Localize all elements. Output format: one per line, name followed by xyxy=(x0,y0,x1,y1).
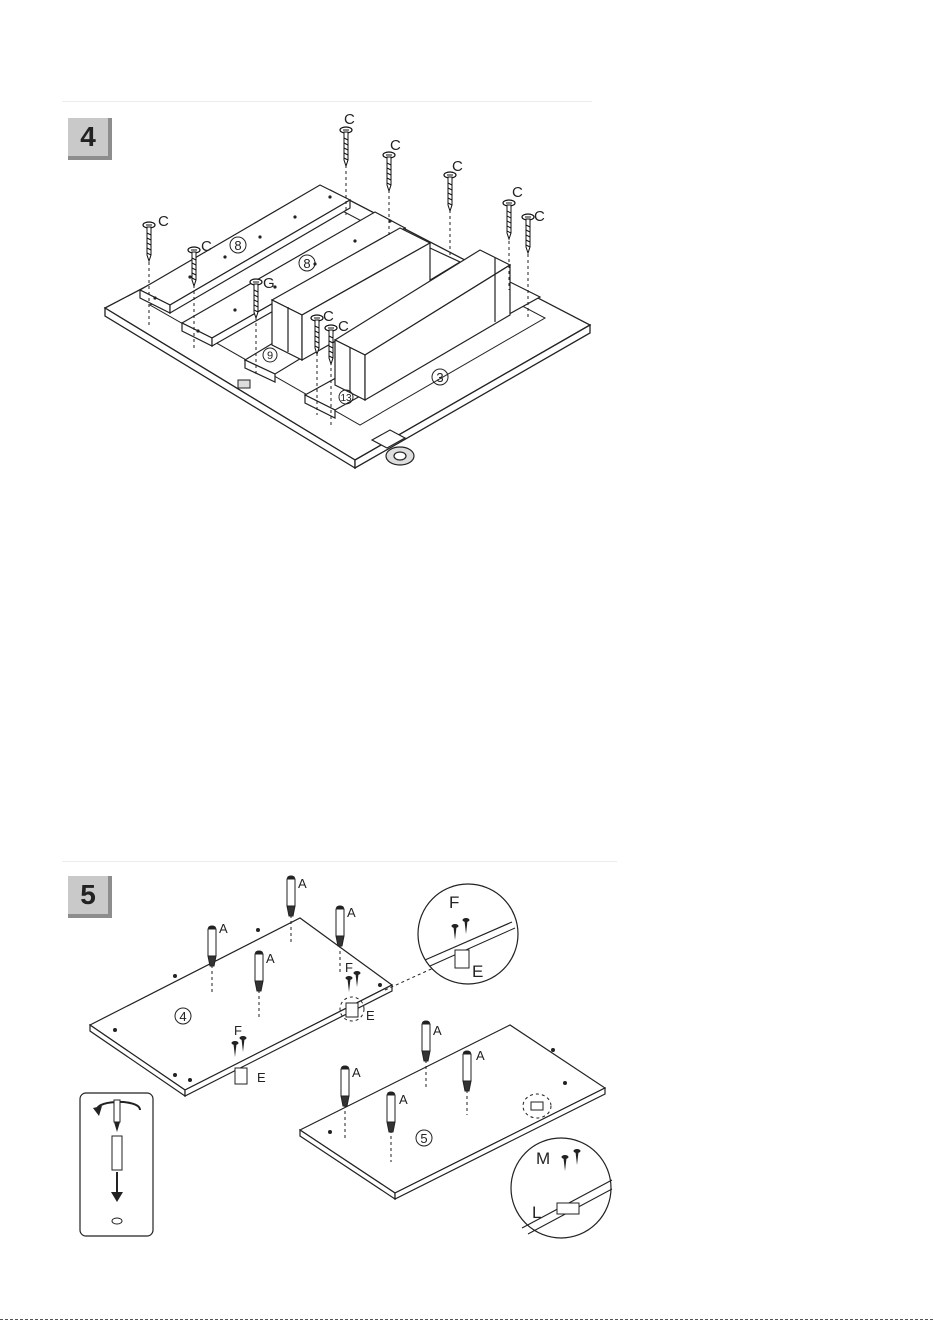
label-e: E xyxy=(257,1070,266,1085)
label-e: E xyxy=(472,962,483,981)
screw-c-icon xyxy=(522,214,534,253)
label-e: E xyxy=(366,1008,375,1023)
label-a: A xyxy=(298,876,307,891)
label-a: A xyxy=(347,905,356,920)
install-dowel-inset xyxy=(80,1093,153,1236)
label-c: C xyxy=(512,184,523,201)
label-a: A xyxy=(476,1048,485,1063)
magnet-l-icon xyxy=(531,1102,543,1110)
label-c: C xyxy=(201,238,212,255)
label-a: A xyxy=(433,1023,442,1038)
dowel-a-icon xyxy=(387,1092,395,1133)
part-number-5: 5 xyxy=(420,1131,427,1146)
label-c: C xyxy=(534,208,545,225)
label-f: F xyxy=(345,960,353,975)
label-c: C xyxy=(338,318,349,335)
hinge-e-icon xyxy=(346,1003,358,1017)
label-c: C xyxy=(390,137,401,154)
label-f: F xyxy=(234,1023,242,1038)
label-g: G xyxy=(263,275,275,292)
part-number-13: 13 xyxy=(340,393,352,404)
hinge-e-icon xyxy=(235,1068,247,1084)
dowel-a-icon xyxy=(463,1051,471,1092)
step-4-diagram: C C G C C C C C C C 8 8 9 3 13 xyxy=(0,0,933,500)
dowel-a-icon xyxy=(255,951,263,992)
label-a: A xyxy=(219,921,228,936)
label-f: F xyxy=(449,893,459,912)
label-a: A xyxy=(399,1092,408,1107)
magnet-detail-callout: M L xyxy=(511,1138,612,1238)
part-number-8: 8 xyxy=(303,256,310,271)
hinge-detail-callout: F E xyxy=(418,884,518,984)
screw-c-icon xyxy=(340,127,352,166)
part-number-3: 3 xyxy=(436,370,443,385)
screw-c-icon xyxy=(383,152,395,191)
part-number-4: 4 xyxy=(179,1009,186,1024)
label-c: C xyxy=(452,158,463,175)
dowel-a-icon xyxy=(341,1066,349,1107)
screw-c-icon xyxy=(143,222,155,261)
dowel-a-icon xyxy=(208,926,216,967)
label-a: A xyxy=(266,951,275,966)
page-bottom-rule xyxy=(0,1319,933,1320)
label-m: M xyxy=(536,1149,550,1168)
step-5-diagram: A A A A A A A A F E F E F E M L xyxy=(0,860,933,1320)
dowel-a-icon xyxy=(336,906,344,947)
label-c: C xyxy=(344,111,355,128)
label-c: C xyxy=(323,308,334,325)
label-c: C xyxy=(158,213,169,230)
part-number-8: 8 xyxy=(234,238,241,253)
screw-c-icon xyxy=(444,172,456,211)
part-number-9: 9 xyxy=(267,350,273,362)
screw-c-icon xyxy=(503,200,515,239)
bracket-left xyxy=(238,380,250,388)
dowel-a-icon xyxy=(422,1021,430,1062)
label-l: L xyxy=(532,1203,541,1222)
label-a: A xyxy=(352,1065,361,1080)
dowel-a-icon xyxy=(287,876,295,917)
